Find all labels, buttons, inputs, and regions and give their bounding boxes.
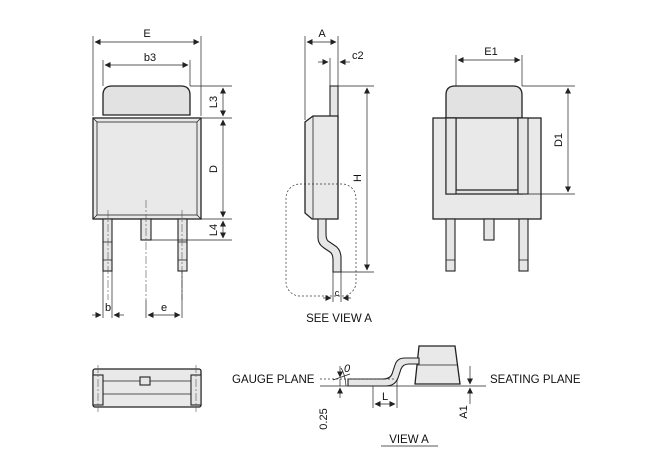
front-body-inner xyxy=(96,121,198,216)
label-D: D xyxy=(208,165,220,173)
label-E1: E1 xyxy=(484,46,497,58)
label-b: b xyxy=(105,302,111,314)
front-lead-left xyxy=(102,218,113,272)
back-lead-right xyxy=(518,218,529,272)
label-A1: A1 xyxy=(458,405,470,418)
label-E: E xyxy=(143,28,150,40)
side-body xyxy=(304,115,339,220)
view-a-detail: GAUGE PLANE SEATING PLANE 0 0.25 L A1 VI… xyxy=(232,345,581,447)
caption-seating-plane: SEATING PLANE xyxy=(490,374,581,386)
view-a-callout xyxy=(285,183,357,297)
caption-view-a: VIEW A xyxy=(389,434,429,446)
caption-gauge-plane: GAUGE PLANE xyxy=(232,374,315,386)
front-body xyxy=(92,117,202,220)
label-D1: D1 xyxy=(553,133,565,147)
label-H: H xyxy=(352,174,364,182)
label-c2: c2 xyxy=(352,50,364,62)
front-tab xyxy=(102,85,191,116)
label-L: L xyxy=(382,391,388,403)
back-lead-left xyxy=(445,218,456,272)
caption-see-view-a: SEE VIEW A xyxy=(306,313,372,325)
front-view: E b3 L3 D L4 b e xyxy=(92,28,232,318)
back-view: E1 D1 xyxy=(432,46,575,272)
end-body xyxy=(92,368,202,408)
label-A: A xyxy=(318,28,326,40)
side-view: A c2 H c SEE VIEW A xyxy=(285,28,374,325)
label-b3: b3 xyxy=(144,52,156,64)
side-tab xyxy=(329,85,339,119)
label-c: c xyxy=(335,288,340,298)
label-gauge: 0.25 xyxy=(318,408,330,429)
label-L3: L3 xyxy=(208,96,220,108)
label-theta: 0 xyxy=(344,363,351,375)
view-a-lead xyxy=(347,357,420,387)
front-lead-right xyxy=(177,218,188,272)
back-tab xyxy=(445,85,523,119)
side-lead xyxy=(317,218,342,273)
back-lead-center xyxy=(483,218,495,241)
label-L4: L4 xyxy=(208,224,220,236)
end-view xyxy=(92,365,202,412)
label-e: e xyxy=(161,302,167,314)
